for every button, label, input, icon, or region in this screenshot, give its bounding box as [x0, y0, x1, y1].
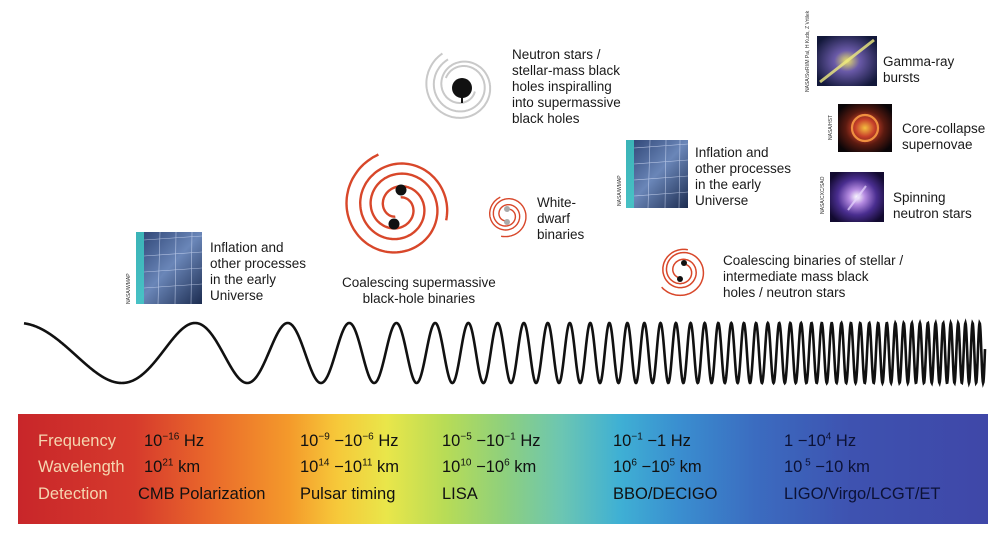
compact-object-a [681, 260, 687, 266]
freq-cmb: 10−16 Hz [144, 431, 205, 450]
black-hole-a [395, 184, 407, 196]
detection-pulsar: Pulsar timing [300, 485, 396, 503]
gravitational-wave-chirp [23, 318, 987, 388]
spectrum-band [18, 414, 988, 524]
grb-credit: NASA/SwRI/M Pal, H Kuds, Z Vrtilek [805, 10, 811, 92]
smbh-binary-spiral [345, 153, 449, 254]
row-label-frequency: Frequency [38, 432, 116, 450]
supernova-thumb [838, 104, 892, 152]
label-stellar-binaries: Coalescing binaries of stellar / interme… [723, 253, 904, 300]
label-supernovae: Core-collapse supernovae [902, 121, 986, 152]
supermassive-black-hole [452, 78, 472, 98]
label-ns-inspiral: Neutron stars / stellar-mass black holes… [512, 47, 621, 126]
ns-inspiral-spiral [425, 52, 492, 119]
stellar-binary-spiral [661, 248, 705, 297]
wave-cmb: 1021 km [144, 457, 201, 476]
freq-ligo: 1 −104 Hz [784, 431, 857, 450]
wave-bbo: 106 −105 km [613, 457, 702, 476]
detection-ligo: LIGO/Virgo/LCGT/ET [784, 485, 941, 503]
label-grb: Gamma-ray bursts [883, 54, 955, 85]
label-smbh-binaries: Coalescing supermassive black-hole binar… [342, 275, 496, 306]
row-label-detection: Detection [38, 485, 108, 503]
wmap-credit-right: NASA/WMAP [617, 175, 623, 206]
pulsar-thumb [830, 172, 884, 222]
detection-cmb: CMB Polarization [138, 485, 266, 503]
wmap-thumb-left [136, 231, 203, 305]
wave-pulsar: 1014 −1011 km [300, 457, 400, 476]
label-inflation-left: Inflation and other processes in the ear… [210, 240, 307, 303]
freq-pulsar: 10−9 −10−6 Hz [300, 431, 399, 450]
label-spinning-ns: Spinning neutron stars [893, 190, 972, 221]
compact-object-b [677, 276, 683, 282]
label-inflation-right: Inflation and other processes in the ear… [695, 145, 792, 208]
chandra-credit: NASA/CXC/SAO [820, 176, 826, 214]
white-dwarf-b [504, 219, 510, 225]
row-label-wavelength: Wavelength [38, 458, 125, 476]
wd-binary-spiral [489, 196, 527, 238]
black-hole-b [388, 218, 400, 230]
label-wd-binaries: White- dwarf binaries [537, 195, 585, 242]
wave-ligo: 10 5 −10 km [784, 457, 870, 476]
wave-lisa: 1010 −106 km [442, 457, 537, 476]
freq-bbo: 10−1 −1 Hz [613, 431, 691, 450]
freq-lisa: 10−5 −10−1 Hz [442, 431, 541, 450]
grb-thumb [817, 36, 877, 86]
hst-credit: NASA/HST [828, 114, 834, 140]
detection-bbo: BBO/DECIGO [613, 485, 718, 503]
white-dwarf-a [504, 206, 510, 212]
wmap-credit-left: NASA/WMAP [126, 273, 132, 304]
wmap-thumb-right [626, 139, 689, 209]
detection-lisa: LISA [442, 485, 478, 503]
